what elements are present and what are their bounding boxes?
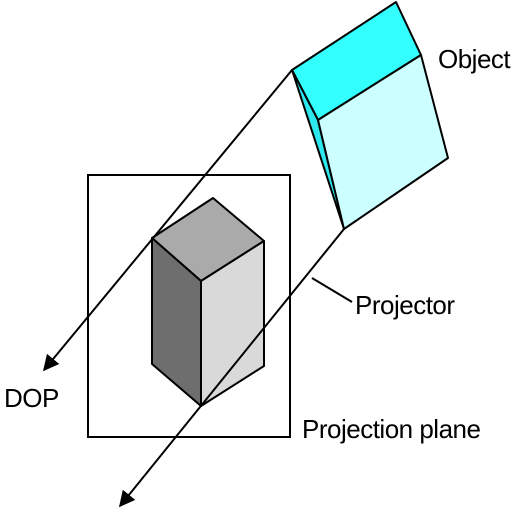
dop-label: DOP [4,383,59,413]
projector-line-dop [42,69,293,372]
projected-front-face [200,240,265,407]
projector-label: Projector [355,290,455,320]
projector-line-lower [118,228,345,508]
object-label: Object [438,44,511,74]
projector-leader-line [311,277,353,303]
projection-plane-label: Projection plane [302,414,481,444]
projection-plane [87,174,291,438]
projected-image [151,197,265,407]
object-box [291,1,449,230]
object-front-face [317,54,449,230]
